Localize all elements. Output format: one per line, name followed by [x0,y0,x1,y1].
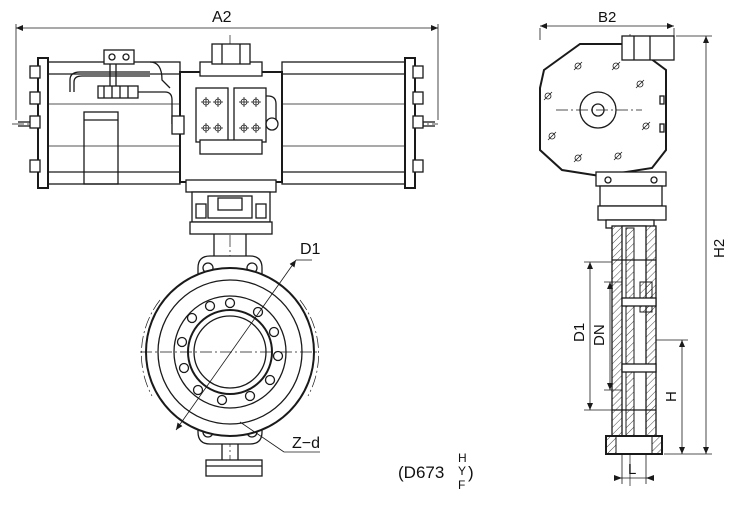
side-view [539,23,712,486]
housing-bolts [543,61,651,163]
front-valve-body [140,255,320,477]
label-b2: B2 [598,9,616,26]
model-mid: Y [458,464,466,478]
model-sub: F [458,478,465,492]
model-suffix: ) [468,463,474,482]
label-a2: A2 [212,9,232,26]
model-sup: H [458,451,467,465]
model-code: (D673 H Y F ) [398,451,474,492]
label-d1-side: D1 [571,323,588,342]
a2-dimension [15,24,439,120]
label-l: L [628,461,636,478]
label-d1-front: D1 [300,241,321,258]
model-prefix: (D673 [398,463,444,482]
label-h: H [663,391,680,402]
label-dn: DN [591,324,608,346]
front-actuator [12,35,438,470]
center-bolts [201,97,261,133]
label-zd: Z−d [292,435,320,452]
label-h2: H2 [711,239,728,258]
